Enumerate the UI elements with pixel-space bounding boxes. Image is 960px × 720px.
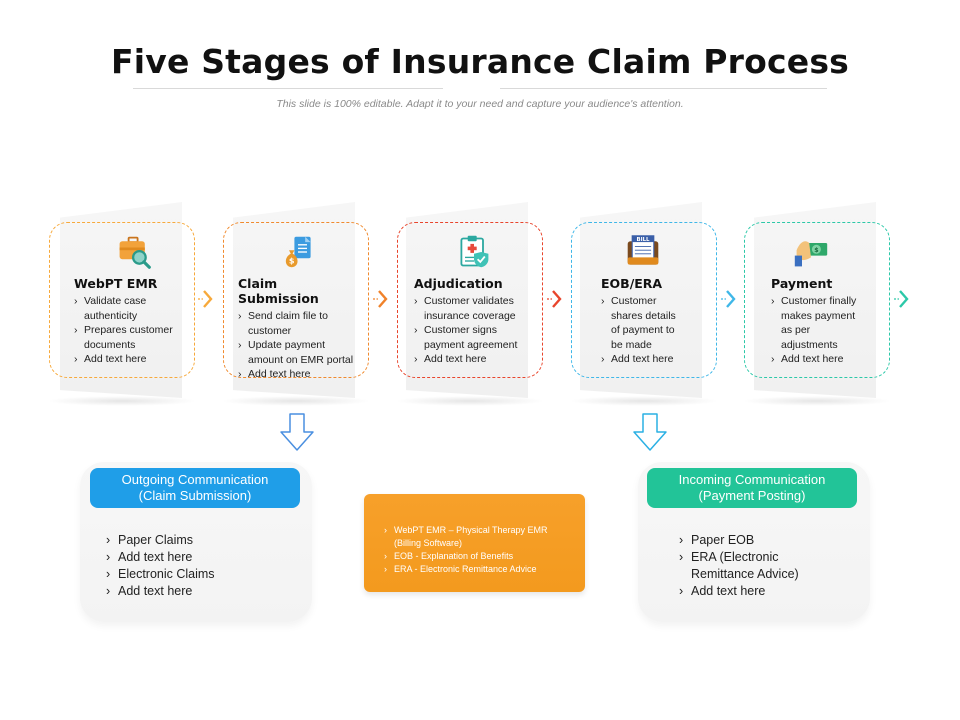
- stage-list: Customer finally makes payment as per ad…: [771, 294, 863, 367]
- down-arrow-icon: [633, 413, 667, 451]
- money-bag-document-icon: $: [285, 236, 311, 268]
- stage-card-4: BILL EOB/ERA Customer shares details of …: [601, 232, 687, 367]
- stage-card-border-1: [49, 222, 195, 378]
- title-divider-right: [500, 88, 827, 89]
- list-item: Paper EOB: [679, 532, 829, 549]
- list-item: ERA (Electronic Remittance Advice): [679, 549, 829, 583]
- list-item: Add text here: [106, 583, 215, 600]
- stage-title: Claim Submission: [238, 276, 319, 306]
- stage-title: Adjudication: [414, 276, 503, 291]
- stage-list: Customer shares details of payment to be…: [601, 294, 687, 367]
- stage-list: Validate case authenticity Prepares cust…: [74, 294, 194, 367]
- outgoing-list: Paper Claims Add text here Electronic Cl…: [106, 532, 215, 600]
- stage-list: Customer validates insurance coverage Cu…: [414, 294, 534, 367]
- list-item: Paper Claims: [106, 532, 215, 549]
- stage-card-shadow-1: [47, 396, 197, 406]
- stage-card-shadow-5: [742, 396, 892, 406]
- list-item: ERA - Electronic Remittance Advice: [384, 563, 574, 576]
- down-arrow-icon: [280, 413, 314, 451]
- stage-card-border-5: [744, 222, 890, 378]
- list-item: Prepares customer documents: [74, 323, 194, 352]
- stage-list: Send claim file to customer Update payme…: [238, 309, 358, 382]
- list-item: Electronic Claims: [106, 566, 215, 583]
- list-item: Add text here: [238, 367, 358, 382]
- stage-card-shadow-2: [221, 396, 371, 406]
- stage-title: EOB/ERA: [601, 276, 663, 291]
- chevron-right-icon: [198, 290, 213, 308]
- chevron-right-icon: [721, 290, 736, 308]
- list-item: Customer signs payment agreement: [414, 323, 534, 352]
- stage-card-shadow-3: [395, 396, 545, 406]
- incoming-heading: Incoming Communication (Payment Posting): [647, 468, 857, 508]
- svg-text:$: $: [814, 247, 818, 254]
- outgoing-heading-line1: Outgoing Communication: [121, 472, 269, 487]
- list-item: Validate case authenticity: [74, 294, 194, 323]
- cash-hand-icon: $: [794, 241, 828, 267]
- incoming-heading-line2: (Payment Posting): [698, 488, 806, 503]
- stage-card-2: $ Claim Submission Send claim file to cu…: [238, 232, 358, 382]
- chevron-right-icon: [547, 290, 562, 308]
- incoming-heading-line1: Incoming Communication: [678, 472, 826, 487]
- list-item: Add text here: [414, 352, 534, 367]
- page-title: Five Stages of Insurance Claim Process: [110, 42, 849, 81]
- list-item: WebPT EMR – Physical Therapy EMR (Billin…: [384, 524, 574, 550]
- list-item: Add text here: [106, 549, 215, 566]
- list-item: EOB - Explanation of Benefits: [384, 550, 574, 563]
- stage-title: Payment: [771, 276, 833, 291]
- stage-card-border-4: [571, 222, 717, 378]
- list-item: Update payment amount on EMR portal: [238, 338, 358, 367]
- stage-title: WebPT EMR: [74, 276, 158, 291]
- list-item: Add text here: [601, 352, 687, 367]
- list-item: Customer shares details of payment to be…: [601, 294, 687, 352]
- stage-card-border-3: [397, 222, 543, 378]
- svg-text:$: $: [289, 256, 295, 266]
- list-item: Add text here: [679, 583, 829, 600]
- list-item: Add text here: [771, 352, 863, 367]
- definitions-list: WebPT EMR – Physical Therapy EMR (Billin…: [384, 524, 574, 576]
- svg-text:BILL: BILL: [637, 237, 651, 243]
- outgoing-heading: Outgoing Communication (Claim Submission…: [90, 468, 300, 508]
- list-item: Customer validates insurance coverage: [414, 294, 534, 323]
- chevron-right-icon: [373, 290, 388, 308]
- stage-card-3: Adjudication Customer validates insuranc…: [414, 232, 534, 367]
- outgoing-heading-line2: (Claim Submission): [138, 488, 252, 503]
- title-divider-left: [133, 88, 443, 89]
- chevron-right-icon: [894, 290, 909, 308]
- stage-card-shadow-4: [569, 396, 719, 406]
- list-item: Send claim file to customer: [238, 309, 358, 338]
- page-subtitle: This slide is 100% editable. Adapt it to…: [276, 98, 684, 110]
- list-item: Customer finally makes payment as per ad…: [771, 294, 863, 352]
- bill-icon: BILL: [627, 235, 659, 265]
- stage-card-1: WebPT EMR Validate case authenticity Pre…: [74, 232, 194, 367]
- incoming-list: Paper EOB ERA (Electronic Remittance Adv…: [679, 532, 829, 600]
- medical-clipboard-icon: [460, 235, 489, 268]
- briefcase-search-icon: [119, 236, 151, 269]
- stage-card-5: $ Payment Customer finally makes payment…: [771, 232, 863, 367]
- list-item: Add text here: [74, 352, 194, 367]
